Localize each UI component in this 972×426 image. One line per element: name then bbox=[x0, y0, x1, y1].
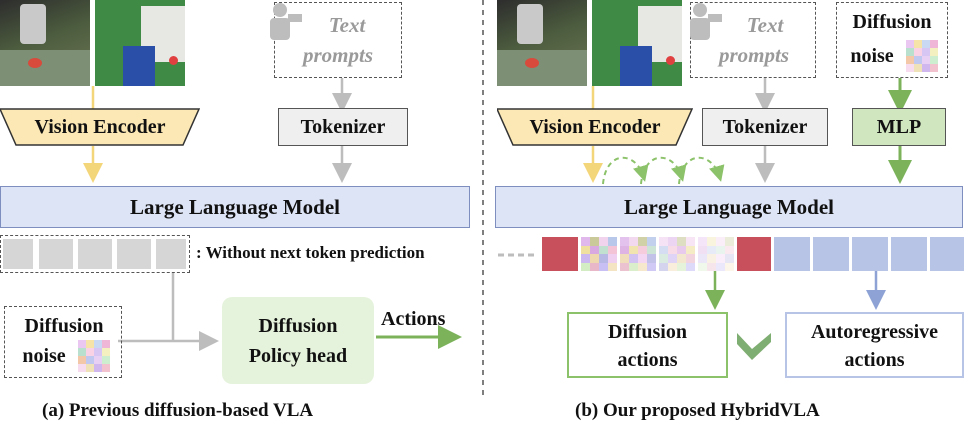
robot-camera-image-4 bbox=[592, 0, 682, 86]
caption-left: (a) Previous diffusion-based VLA bbox=[42, 400, 314, 421]
policy-head-line1: Diffusion bbox=[258, 314, 338, 337]
token-blue bbox=[852, 237, 888, 271]
token-blue bbox=[813, 237, 849, 271]
hidden-token bbox=[78, 239, 112, 269]
r-noise-patch-icon bbox=[906, 40, 938, 72]
token-red bbox=[542, 237, 578, 271]
noise-patch-icon bbox=[78, 340, 110, 372]
speaker-icon bbox=[270, 3, 302, 40]
r-vision-encoder-label: Vision Encoder bbox=[529, 115, 661, 138]
r-text-prompts-line1: Text bbox=[746, 12, 784, 37]
r-tokenizer-box: Tokenizer bbox=[702, 108, 828, 146]
robot-camera-image-3 bbox=[497, 0, 587, 86]
vision-encoder-label: Vision Encoder bbox=[34, 115, 166, 138]
hidden-token-row bbox=[0, 235, 190, 273]
r-text-prompts-box bbox=[690, 2, 816, 78]
ar-actions-line1: Autoregressive bbox=[810, 320, 938, 343]
hidden-token bbox=[39, 239, 73, 269]
r-llm-box: Large Language Model bbox=[495, 186, 963, 228]
denoise-arc-2 bbox=[640, 156, 687, 185]
diffusion-actions-line1: Diffusion bbox=[608, 320, 687, 343]
diffusion-actions-line2: actions bbox=[617, 348, 678, 371]
policy-head-line2: Policy head bbox=[248, 344, 348, 367]
denoise-arc-1 bbox=[602, 156, 649, 185]
vision-encoder-shape bbox=[0, 108, 200, 146]
without-next-token-label: : Without next token prediction bbox=[196, 243, 425, 262]
diffusion-noise-line2: noise bbox=[22, 344, 66, 367]
r-diffusion-noise-line1: Diffusion bbox=[852, 10, 932, 33]
token-noisy bbox=[620, 237, 656, 271]
token-noisy bbox=[698, 237, 734, 271]
diffusion-policy-head-box bbox=[222, 297, 374, 384]
diffusion-actions-box bbox=[567, 312, 728, 378]
autoregressive-actions-box bbox=[785, 312, 964, 378]
diffusion-noise-box bbox=[4, 306, 122, 378]
mlp-box: MLP bbox=[852, 108, 946, 146]
text-prompts-line1: Text bbox=[328, 12, 366, 37]
caption-right: (b) Our proposed HybridVLA bbox=[575, 400, 820, 421]
r-diffusion-noise-box bbox=[836, 2, 948, 78]
robot-camera-image-1 bbox=[0, 0, 90, 86]
denoise-arc-3 bbox=[678, 156, 725, 185]
hidden-token bbox=[156, 239, 186, 269]
robot-camera-image-2 bbox=[95, 0, 185, 86]
llm-box: Large Language Model bbox=[0, 186, 470, 228]
ar-actions-line2: actions bbox=[844, 348, 905, 371]
diffusion-noise-line1: Diffusion bbox=[24, 314, 104, 337]
hidden-token bbox=[3, 239, 33, 269]
r-diffusion-noise-line2: noise bbox=[850, 44, 894, 67]
merge-chevron bbox=[737, 333, 771, 360]
token-red bbox=[737, 237, 771, 271]
token-noisy bbox=[659, 237, 695, 271]
tokenizer-box: Tokenizer bbox=[278, 108, 408, 146]
actions-label: Actions bbox=[381, 308, 446, 330]
r-vision-encoder-shape bbox=[497, 108, 693, 146]
token-noisy bbox=[581, 237, 617, 271]
r-speaker-icon bbox=[690, 3, 722, 40]
r-text-prompts-line2: prompts bbox=[718, 42, 789, 67]
token-blue bbox=[930, 237, 964, 271]
token-blue bbox=[774, 237, 810, 271]
hidden-token bbox=[117, 239, 151, 269]
text-prompts-line2: prompts bbox=[302, 42, 373, 67]
token-blue bbox=[891, 237, 927, 271]
